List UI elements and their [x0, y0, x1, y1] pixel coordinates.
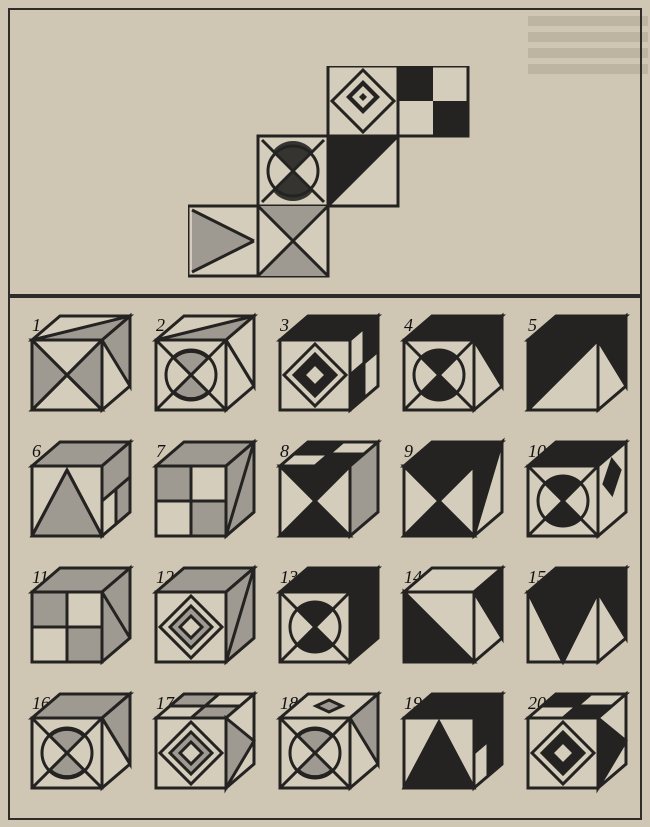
option-cube-5[interactable]: 5: [514, 310, 634, 432]
option-cube-19[interactable]: 19: [390, 688, 510, 810]
net-face-diamond: [328, 66, 398, 136]
option-cube-13[interactable]: 13: [266, 562, 386, 684]
net-face-checker: [398, 66, 468, 136]
option-cube-2[interactable]: 2: [142, 310, 262, 432]
net-face-split-triangle: [328, 136, 398, 206]
net-face-bowtie: [258, 206, 328, 276]
option-cube-4[interactable]: 4: [390, 310, 510, 432]
option-cube-10[interactable]: 10: [514, 436, 634, 558]
option-cube-7[interactable]: 7: [142, 436, 262, 558]
option-cube-8[interactable]: 8: [266, 436, 386, 558]
option-cube-6[interactable]: 6: [18, 436, 138, 558]
net-face-right-triangle: [188, 206, 258, 276]
option-cube-14[interactable]: 14: [390, 562, 510, 684]
cube-net: [188, 66, 470, 280]
option-cube-9[interactable]: 9: [390, 436, 510, 558]
option-cube-11[interactable]: 11: [18, 562, 138, 684]
net-face-circle-x: [258, 136, 328, 206]
option-cube-18[interactable]: 18: [266, 688, 386, 810]
section-divider: [8, 294, 642, 298]
option-cube-15[interactable]: 15: [514, 562, 634, 684]
option-cube-1[interactable]: 1: [18, 310, 138, 432]
answer-grid: 1 2: [18, 310, 632, 810]
option-cube-20[interactable]: 20: [514, 688, 634, 810]
option-cube-12[interactable]: 12: [142, 562, 262, 684]
option-cube-17[interactable]: 17: [142, 688, 262, 810]
option-cube-16[interactable]: 16: [18, 688, 138, 810]
option-cube-3[interactable]: 3: [266, 310, 386, 432]
